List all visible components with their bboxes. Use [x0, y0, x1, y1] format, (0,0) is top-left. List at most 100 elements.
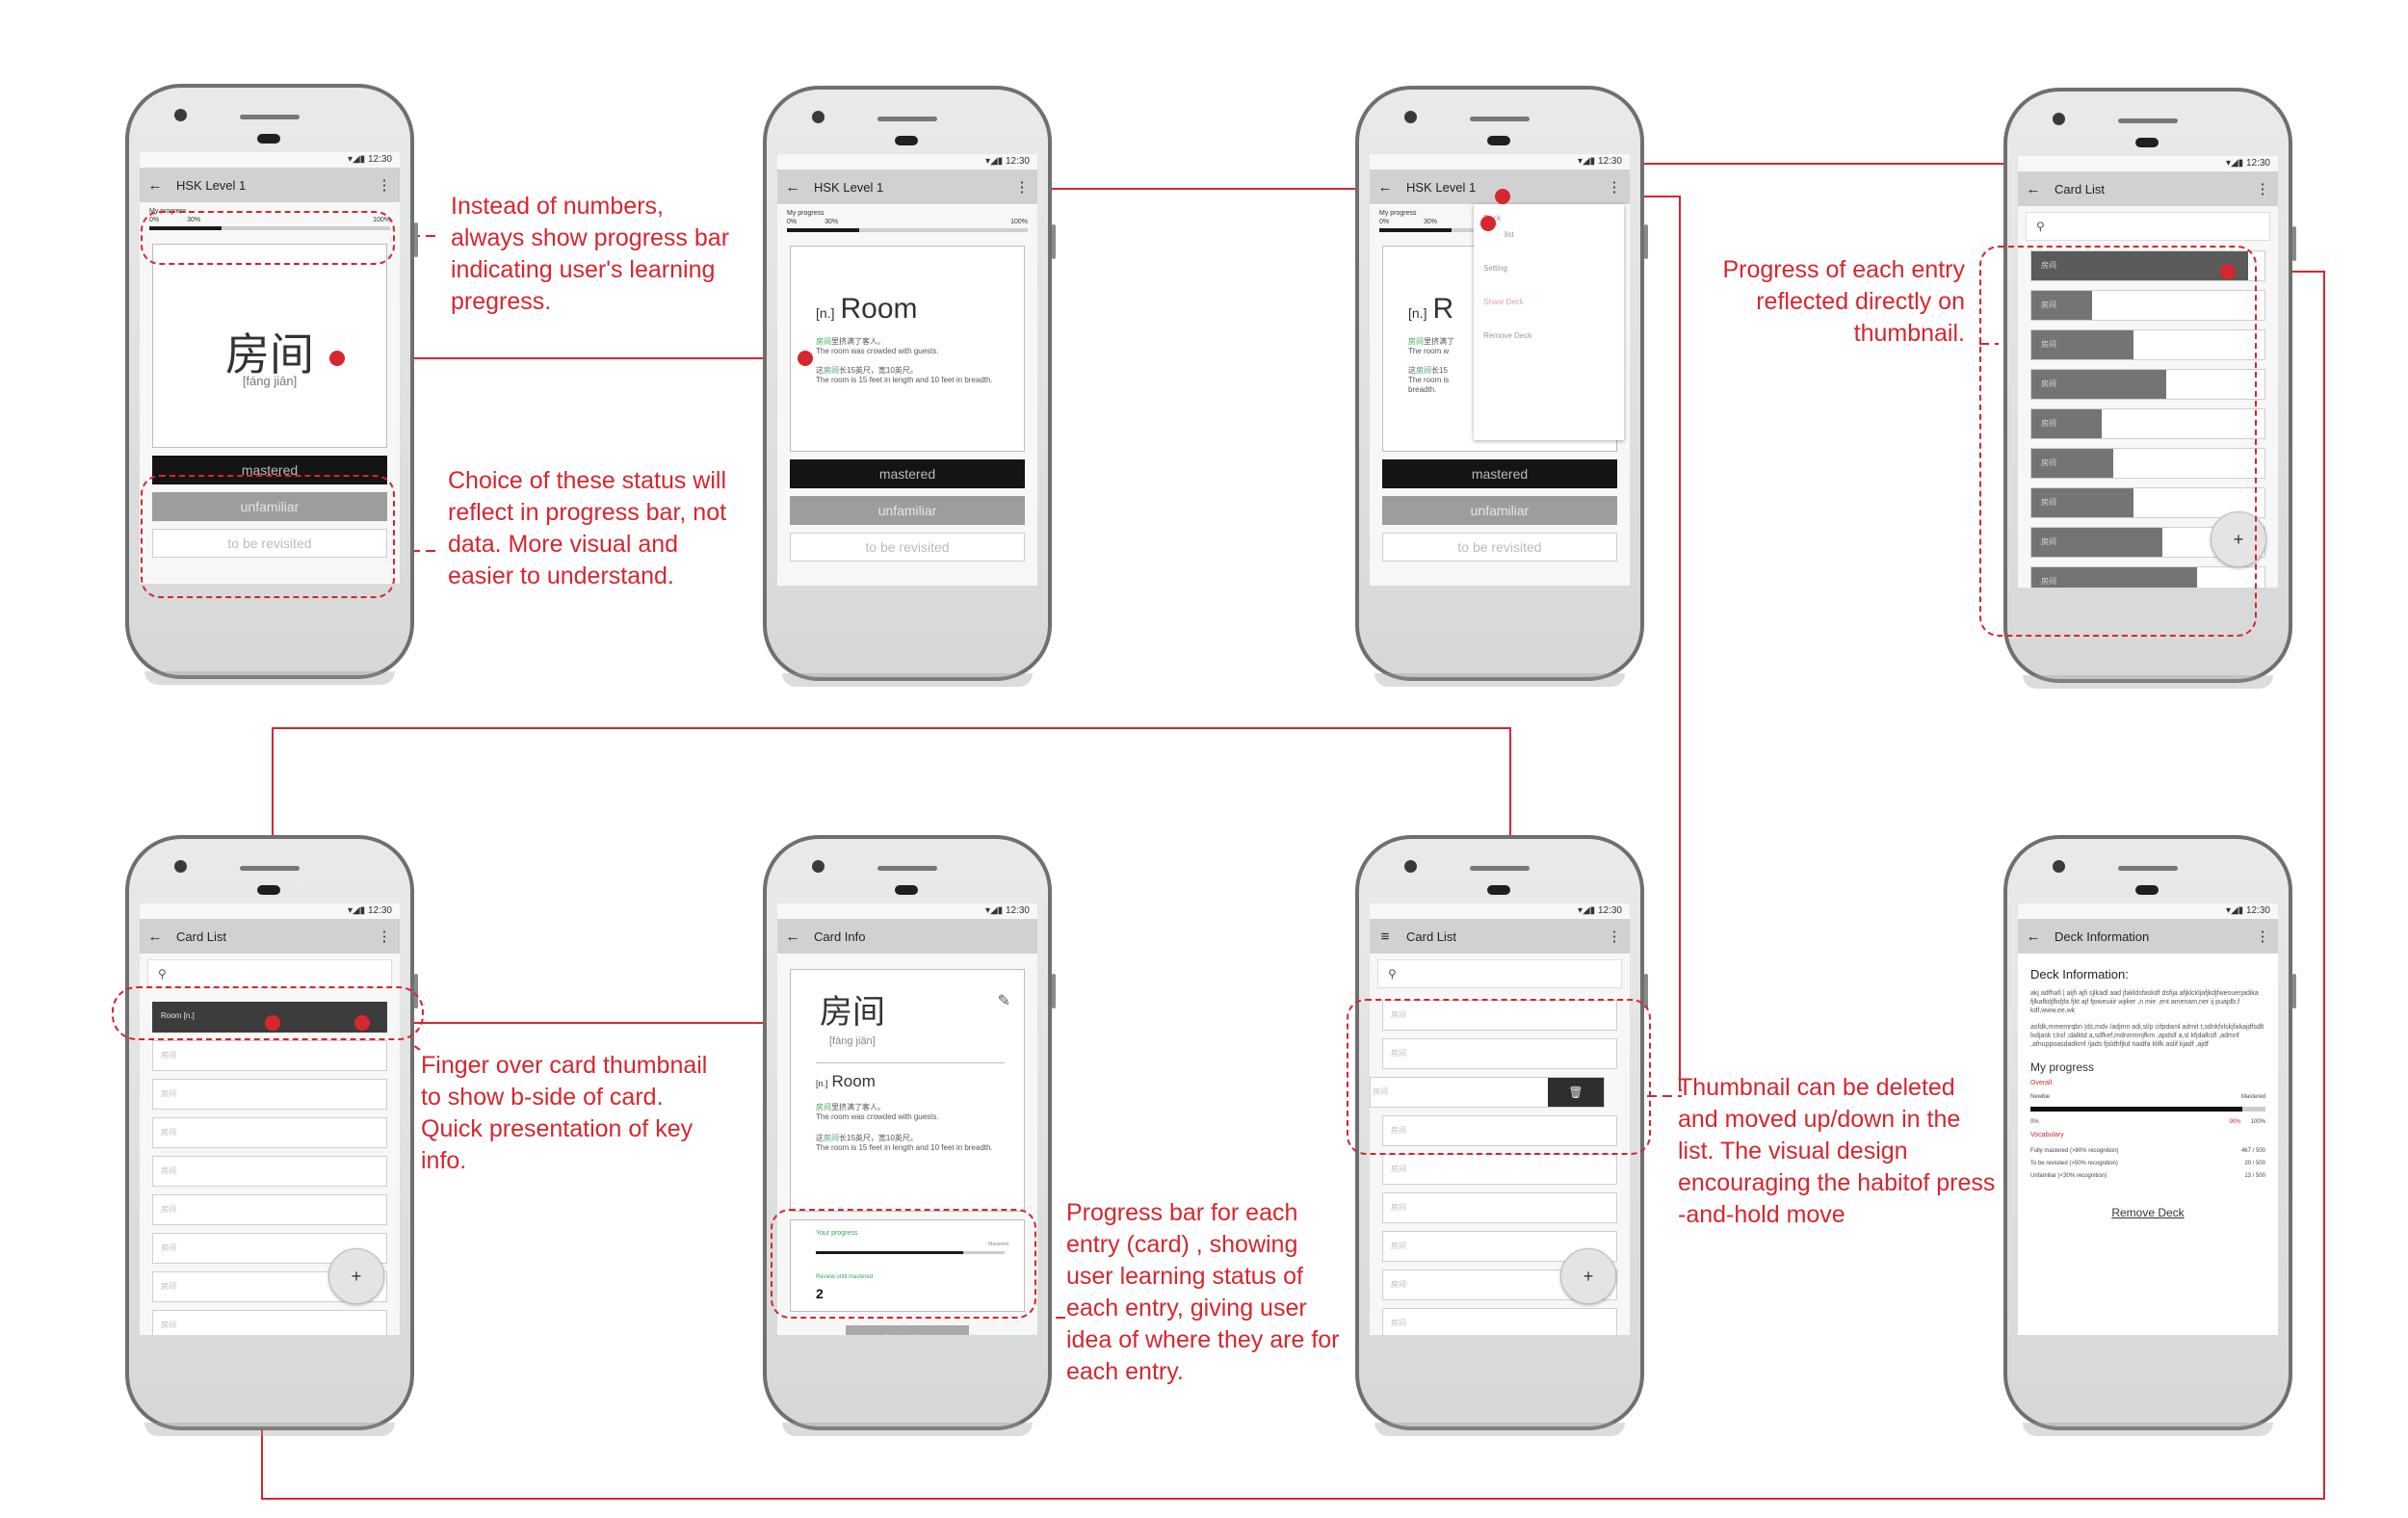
example-1-en: The room was crowded with guests. — [816, 1112, 939, 1121]
card-thumbnail[interactable]: 房间 — [152, 1194, 387, 1225]
arrow-left-icon[interactable]: ← — [1377, 178, 1393, 196]
card-thumbnail[interactable]: 房间 — [152, 1040, 387, 1071]
hamburger-icon[interactable]: ≡ — [1380, 928, 1390, 945]
revisit-button[interactable]: to be revisited — [790, 533, 1025, 562]
menu-item-setting[interactable]: Setting — [1483, 264, 1507, 273]
search-input[interactable]: ⚲ — [1377, 959, 1622, 988]
thumbnail-label: 房间 — [161, 1128, 176, 1137]
thumbnail-label: 房间 — [2041, 458, 2056, 467]
app-bar: ← Card List ⋮ — [2018, 171, 2278, 206]
signal-icon: ▾◢▮ — [1577, 905, 1596, 916]
card-thumbnail[interactable]: 房间 — [2030, 329, 2265, 360]
arrow-left-icon[interactable]: ← — [785, 178, 800, 196]
more-vertical-icon[interactable]: ⋮ — [1607, 179, 1622, 196]
more-vertical-icon[interactable]: ⋮ — [2255, 181, 2270, 197]
signal-icon: ▾◢▮ — [2225, 905, 2244, 916]
phone-card-list-preview: ▾◢▮ 12:30 ← Card List ⋮ ⚲ Room [n.] 房间房间… — [125, 835, 418, 1436]
more-vertical-icon[interactable]: ⋮ — [1014, 179, 1030, 196]
arrow-left-icon[interactable]: ← — [2026, 928, 2041, 945]
expanded-label: Room [n.] — [161, 1011, 195, 1020]
arrow-left-icon[interactable]: ← — [2026, 180, 2041, 197]
more-vertical-icon[interactable]: ⋮ — [377, 177, 392, 194]
thumbnail-label: 房间 — [161, 1321, 176, 1329]
flash-card-back[interactable]: [n.]Room 房间里挤满了客人。The room was crowded w… — [790, 246, 1025, 452]
phone-deck-information: ▾◢▮ 12:30 ← Deck Information ⋮ Deck Info… — [2003, 835, 2296, 1436]
search-input[interactable]: ⚲ — [147, 959, 392, 988]
card-thumbnail[interactable]: 房间 — [2030, 408, 2265, 439]
thumbnail-label: 房间 — [2041, 380, 2056, 388]
menu-item-remove-deck[interactable]: Remove Deck — [1483, 331, 1532, 340]
card-thumbnail[interactable]: 房间 — [152, 1079, 387, 1110]
revisit-button[interactable]: to be revisited — [152, 529, 387, 558]
card-thumbnail[interactable]: 房间 — [1382, 1192, 1617, 1223]
callout-dot — [2220, 264, 2236, 279]
earpiece-speaker — [1470, 117, 1530, 121]
arrow-left-icon[interactable]: ← — [147, 928, 163, 945]
card-thumbnail[interactable]: 房间 — [152, 1117, 387, 1148]
revisit-button[interactable]: to be revisited — [1382, 533, 1617, 562]
signal-icon: ▾◢▮ — [1577, 156, 1596, 167]
arrow-left-icon[interactable]: ← — [147, 176, 163, 194]
card-thumbnail[interactable]: 房间 — [1382, 1154, 1617, 1185]
stat-value: 467 / 500 — [2240, 1148, 2265, 1154]
more-vertical-icon[interactable]: ⋮ — [2255, 929, 2270, 945]
delete-card-button[interactable]: Delete Card — [846, 1325, 969, 1335]
card-thumbnail[interactable]: 房间 — [2030, 566, 2265, 588]
app-title: Card List — [2055, 181, 2106, 196]
pencil-icon[interactable]: ✎ — [997, 993, 1010, 1009]
status-time: 12:30 — [1597, 905, 1622, 916]
more-vertical-icon[interactable]: ⋮ — [377, 929, 392, 945]
card-word: [n.]R — [1408, 293, 1453, 326]
thumbnail-label: 房间 — [1391, 1010, 1406, 1019]
more-vertical-icon[interactable]: ⋮ — [1607, 929, 1622, 945]
card-thumbnail[interactable]: 房间 — [2030, 448, 2265, 479]
mastered-button[interactable]: mastered — [152, 456, 387, 484]
earpiece-speaker — [2118, 866, 2178, 871]
overflow-menu: Deck list Setting Share Deck Remove Deck — [1474, 204, 1624, 440]
trash-icon[interactable]: 🗑 — [1548, 1078, 1604, 1107]
phone-pill — [2135, 885, 2159, 895]
thumbnail-label: 房间 — [1391, 1242, 1406, 1250]
menu-item-list[interactable]: list — [1505, 230, 1514, 239]
add-card-button[interactable]: + — [2211, 511, 2266, 567]
card-thumbnail[interactable]: 房间 — [2030, 290, 2265, 321]
progress-track — [787, 228, 1028, 232]
progress-label: My progress — [1379, 210, 1417, 217]
add-card-button[interactable]: + — [1560, 1248, 1616, 1304]
card-thumbnail[interactable]: 房间 — [2030, 369, 2265, 400]
card-thumbnail[interactable]: 房间 — [1382, 1038, 1617, 1069]
mastered-button[interactable]: mastered — [790, 459, 1025, 488]
vocabulary-stat-row: To be revisited (>50% recognition)20 / 5… — [2030, 1161, 2265, 1166]
card-thumbnail[interactable]: 房间 — [1382, 1000, 1617, 1031]
search-input[interactable]: ⚲ — [2026, 212, 2270, 241]
card-thumbnail[interactable]: 房间 — [152, 1156, 387, 1187]
unfamiliar-button[interactable]: unfamiliar — [152, 492, 387, 521]
unfamiliar-button[interactable]: unfamiliar — [790, 496, 1025, 525]
card-thumbnail[interactable]: 房间 — [1382, 1308, 1617, 1335]
arrow-left-icon[interactable]: ← — [785, 928, 800, 945]
mastered-label: Mastered — [2240, 1094, 2265, 1100]
example-2-en: The room is 15 feet in length and 10 fee… — [816, 1143, 993, 1152]
progress-label: My progress — [787, 210, 824, 217]
example-1-en: The room w — [1408, 347, 1450, 355]
unfamiliar-button[interactable]: unfamiliar — [1382, 496, 1617, 525]
tick-0: 0% — [2030, 1119, 2039, 1125]
side-button — [414, 222, 418, 257]
menu-item-deck[interactable]: Deck — [1483, 214, 1614, 222]
mastered-button[interactable]: mastered — [1382, 459, 1617, 488]
add-card-button[interactable]: + — [328, 1248, 384, 1304]
earpiece-speaker — [1470, 866, 1530, 871]
card-thumbnail[interactable]: 房间 — [1382, 1115, 1617, 1146]
newbie-label: Newbie — [2030, 1094, 2051, 1100]
flash-card-front[interactable]: 房间 [fáng jiān] — [152, 244, 387, 448]
example-1-cn: 里挤满了客人。 — [831, 1103, 885, 1112]
menu-item-share-deck[interactable]: Share Deck — [1483, 298, 1524, 306]
card-thumbnail[interactable]: 房间🗑 — [1370, 1077, 1605, 1108]
card-word: [n.]Room — [816, 293, 918, 326]
side-button — [1052, 974, 1056, 1008]
vocabulary-label: Vocabulary — [2030, 1132, 2064, 1138]
remove-deck-link[interactable]: Remove Deck — [2111, 1206, 2185, 1219]
card-thumbnail[interactable]: 房间 — [152, 1310, 387, 1335]
screen: ▾◢▮ 12:30 ≡ Card List ⋮ ⚲ 房间房间房间🗑房间房间房间房… — [1370, 903, 1630, 1335]
front-camera — [2053, 860, 2065, 873]
